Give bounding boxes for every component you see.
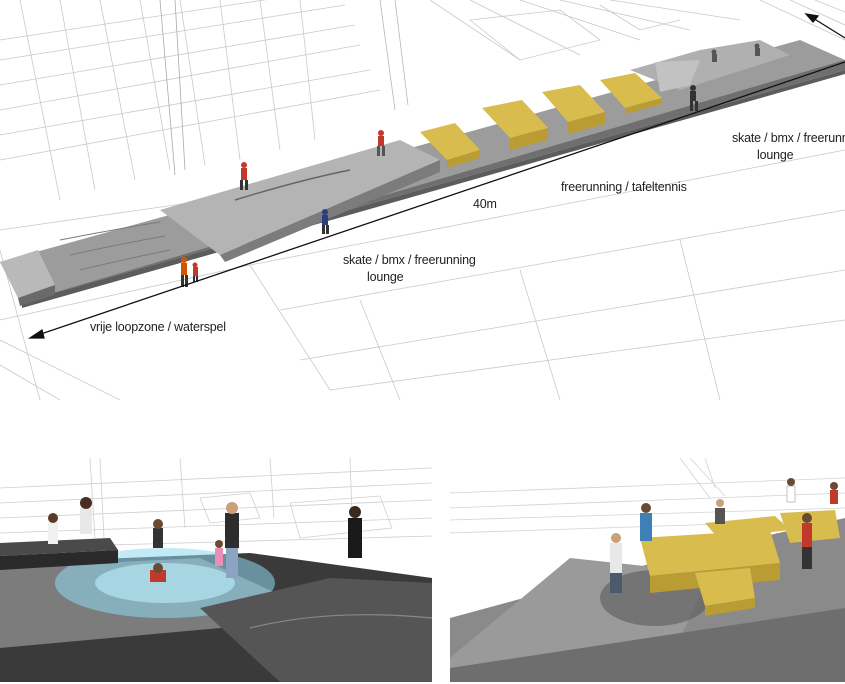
person <box>377 130 385 156</box>
label-freerunning-zone: freerunning / tafeltennis <box>561 180 687 194</box>
skate-area-render <box>450 458 845 682</box>
block-back <box>705 516 790 538</box>
block-4 <box>600 73 662 108</box>
label-lounge-zone-right: lounge <box>757 148 794 162</box>
yellow-blocks <box>640 510 840 616</box>
person <box>754 43 760 56</box>
person <box>181 257 188 287</box>
block-step <box>695 568 755 606</box>
person <box>690 85 698 111</box>
block-3 <box>542 85 605 122</box>
person <box>322 209 329 234</box>
background-linework <box>0 458 432 549</box>
label-lounge-zone: lounge <box>367 270 404 284</box>
overview-drawing <box>0 0 845 400</box>
label-skate-zone-right: skate / bmx / freerunning <box>732 131 845 145</box>
label-length: 40m <box>473 197 497 211</box>
axonometric-overview: vrije loopzone / waterspel skate / bmx /… <box>0 0 845 400</box>
platform-front <box>450 608 845 682</box>
person <box>240 162 248 190</box>
right-ramp <box>630 40 790 92</box>
background-linework <box>450 458 845 534</box>
water-play-render <box>0 458 432 682</box>
ramp-right <box>200 578 432 682</box>
label-free-walk-zone: vrije loopzone / waterspel <box>90 320 226 334</box>
label-skate-zone: skate / bmx / freerunning <box>343 253 476 267</box>
background-linework <box>0 0 845 400</box>
platform-front-edge <box>22 70 845 308</box>
people <box>181 43 760 287</box>
perspective-skate-area <box>450 458 845 682</box>
ramp-section <box>59 140 440 271</box>
dimension-line <box>27 13 845 339</box>
people <box>610 478 838 593</box>
person <box>711 49 717 62</box>
block-large <box>640 530 780 576</box>
block-2 <box>482 100 548 138</box>
entry-block <box>0 250 55 306</box>
people <box>48 497 362 582</box>
perspective-water-play <box>0 458 432 682</box>
person <box>192 262 198 282</box>
block-1 <box>420 123 480 160</box>
yellow-blocks <box>420 73 662 168</box>
